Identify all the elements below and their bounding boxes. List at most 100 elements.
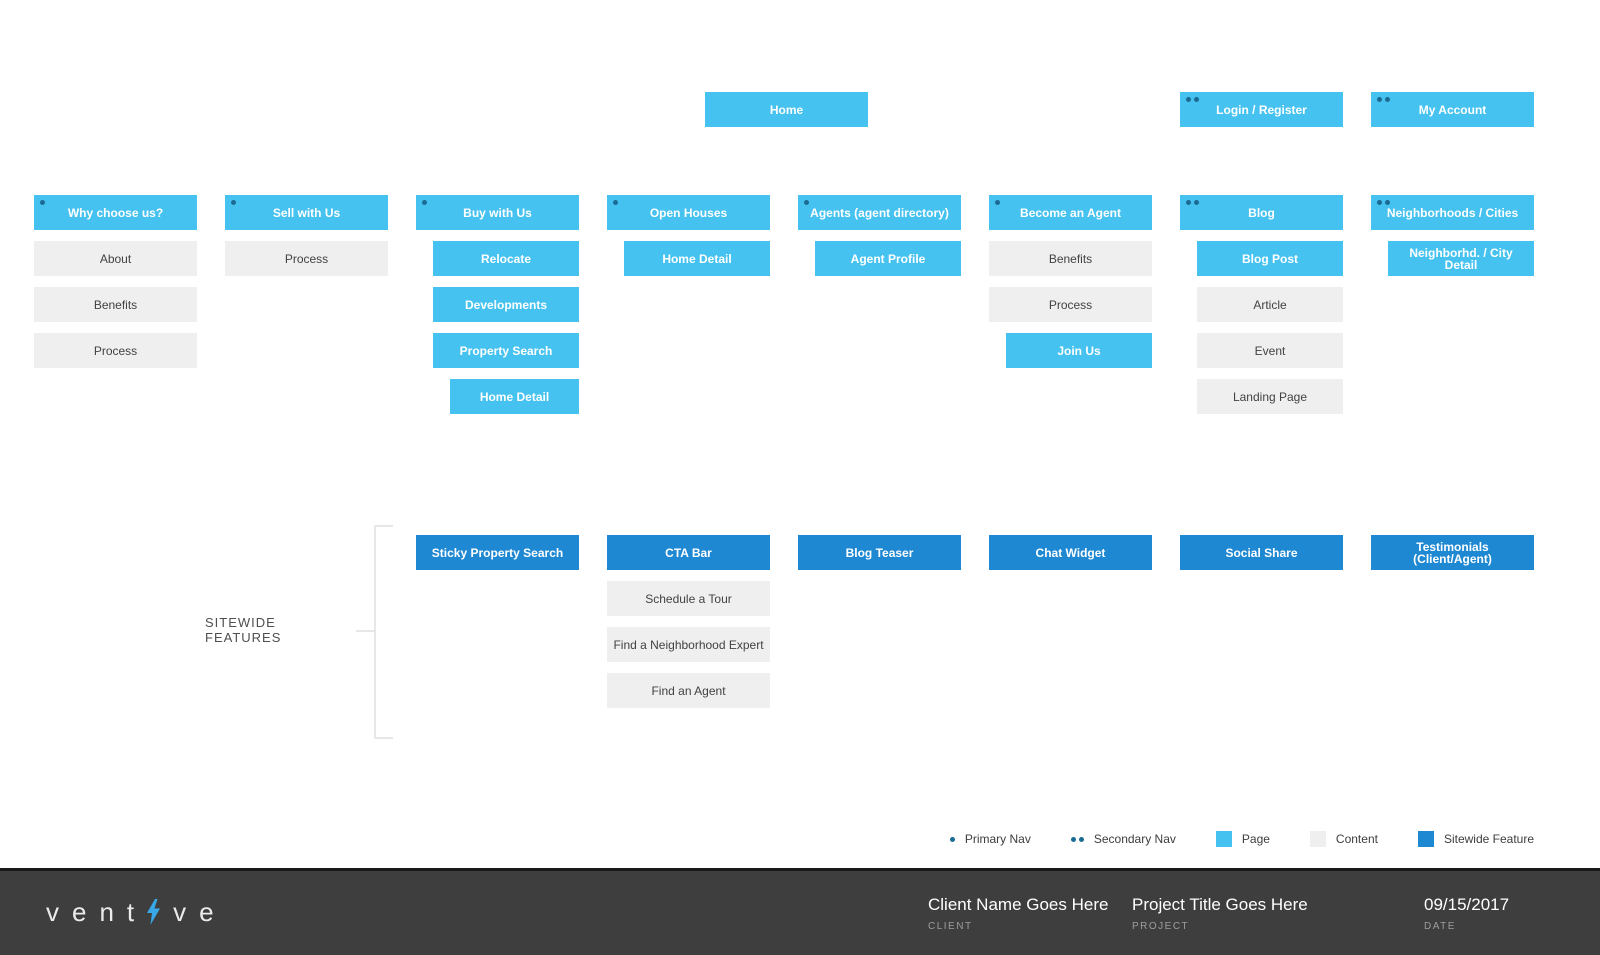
node-label: Neighborhoods / Cities [1386,205,1519,220]
legend-primary-nav: Primary Nav [949,832,1031,846]
node-label: Join Us [1057,343,1101,358]
logo-text-right: ve [173,896,227,927]
primary-nav-dot-icon [949,836,955,842]
node-label: Blog Post [1242,251,1298,266]
node-label: Find a Neighborhood Expert [613,637,764,652]
footer-project-group: Project Title Goes Here PROJECT [1132,895,1308,932]
node-label: Why choose us? [67,205,164,220]
node-property-search: Property Search [433,333,579,368]
feature-chat-widget: Chat Widget [989,535,1152,570]
node-label: Agent Profile [850,251,926,266]
primary-nav-dot-icon [40,200,45,205]
feature-cta-bar: CTA Bar [607,535,770,570]
node-why-choose-us: Why choose us? [34,195,197,230]
node-label: Social Share [1225,545,1298,560]
lightning-bolt-icon [147,899,161,925]
legend-secondary-nav: Secondary Nav [1070,832,1176,846]
legend-sitewide-feature: Sitewide Feature [1417,831,1534,847]
primary-nav-dot-icon [804,200,809,205]
node-neighborhd-city-detail: Neighborhd. / City Detail [1388,241,1534,276]
node-label: Blog [1248,205,1275,220]
node-label: Property Search [459,343,553,358]
node-label: Agents (agent directory) [810,205,949,220]
node-benefits: Benefits [989,241,1152,276]
node-label: Buy with Us [463,205,532,220]
logo-text-left: vent [46,896,148,927]
secondary-nav-dot-icon [1186,200,1199,205]
project-label: PROJECT [1132,921,1190,932]
node-login-register: Login / Register [1180,92,1343,127]
node-event: Event [1197,333,1343,368]
node-buy-with-us: Buy with Us [416,195,579,230]
primary-nav-dot-icon [231,200,236,205]
sitewide-bracket-bottom-tick [376,737,393,739]
node-benefits: Benefits [34,287,197,322]
node-label: Benefits [1048,251,1093,266]
node-neighborhoods-cities: Neighborhoods / Cities [1371,195,1534,230]
feature-sticky-property-search: Sticky Property Search [416,535,579,570]
feature-testimonials-client-agent: Testimonials (Client/Agent) [1371,535,1534,570]
node-home-detail: Home Detail [624,241,770,276]
legend-content: Content [1309,831,1378,847]
node-label: Open Houses [649,205,728,220]
node-label: Blog Teaser [845,545,914,560]
legend-secondary-nav-label: Secondary Nav [1093,832,1176,846]
secondary-nav-dots-icon [1070,836,1084,842]
primary-nav-dot-icon [422,200,427,205]
project-title: Project Title Goes Here [1132,895,1308,914]
node-blog-post: Blog Post [1197,241,1343,276]
legend-page: Page [1215,831,1270,847]
sitewide-features-label: SITEWIDE FEATURES [205,615,282,645]
node-blog: Blog [1180,195,1343,230]
node-landing-page: Landing Page [1197,379,1343,414]
node-label: Testimonials (Client/Agent) [1413,539,1492,566]
node-label: Login / Register [1216,102,1307,117]
node-label: Sticky Property Search [431,545,564,560]
node-home-detail: Home Detail [450,379,579,414]
node-join-us: Join Us [1006,333,1152,368]
feature-blog-teaser: Blog Teaser [798,535,961,570]
date-label: DATE [1424,921,1456,932]
feature-social-share: Social Share [1180,535,1343,570]
node-label: Neighborhd. / City Detail [1409,245,1513,272]
node-developments: Developments [433,287,579,322]
node-agent-profile: Agent Profile [815,241,961,276]
secondary-nav-dot-icon [1186,97,1199,102]
legend-sitewide-feature-label: Sitewide Feature [1443,832,1534,846]
node-label: Home Detail [479,389,550,404]
footer-date-group: 09/15/2017 DATE [1424,895,1509,932]
node-process: Process [34,333,197,368]
legend-content-label: Content [1335,832,1378,846]
client-name: Client Name Goes Here [928,895,1109,914]
node-label: Process [284,251,329,266]
node-label: Event [1254,343,1286,358]
node-become-an-agent: Become an Agent [989,195,1152,230]
node-agents-agent-directory: Agents (agent directory) [798,195,961,230]
node-process: Process [989,287,1152,322]
node-label: About [99,251,132,266]
node-label: Become an Agent [1020,205,1121,220]
node-label: CTA Bar [665,545,712,560]
node-process: Process [225,241,388,276]
node-label: Article [1253,297,1287,312]
node-article: Article [1197,287,1343,322]
node-label: Process [93,343,138,358]
node-label: Schedule a Tour [645,591,732,606]
footer-client-group: Client Name Goes Here CLIENT [928,895,1108,932]
node-label: Landing Page [1232,389,1308,404]
legend-primary-nav-label: Primary Nav [964,832,1031,846]
sitewide-bracket-label-connector [356,630,374,632]
sitewide-bracket-top-tick [376,525,393,527]
node-open-houses: Open Houses [607,195,770,230]
node-label: Home Detail [662,251,732,266]
node-label: Relocate [480,251,532,266]
node-sell-with-us: Sell with Us [225,195,388,230]
node-label: Process [1048,297,1093,312]
node-label: Find an Agent [651,683,726,698]
node-find-an-agent: Find an Agent [607,673,770,708]
secondary-nav-dot-icon [1377,200,1390,205]
legend-page-label: Page [1241,832,1270,846]
node-about: About [34,241,197,276]
node-label: My Account [1418,102,1487,117]
